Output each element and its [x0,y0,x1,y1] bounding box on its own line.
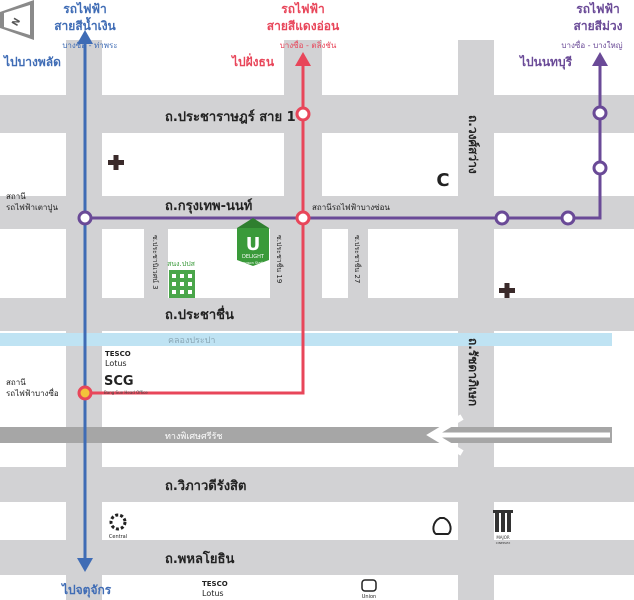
blue-line-south-label: ไปจตุจักร [60,582,112,598]
red-line-title: รถไฟฟ้า [281,1,324,16]
blue-line-route: บางซื่อ - ท่าพระ [62,39,117,50]
soi-right [348,229,368,299]
road-phahonyothin [0,540,634,575]
station-purple-2 [560,210,576,226]
stations [77,105,608,401]
road-label-phahonyothin: ถ.พหลโยธิน [165,550,234,567]
red-line-header: รถไฟฟ้า สายสีแดงอ่อน บางซื่อ - ตลิ่งชัน … [230,1,340,69]
compass-label: N [11,17,23,29]
station-bang-son [295,210,311,226]
major-label: MAJOR [496,535,510,540]
lotus-bottom-label: Lotus [202,589,224,598]
red-line [85,62,305,395]
road-label-pracha-chuen: ถ.ประชาชื่น [165,305,234,323]
delight-name: DELIGHT [242,254,265,260]
purple-line-header: รถไฟฟ้า สายสีม่วง บางซื่อ - บางใหญ่ ไปนน… [518,1,623,70]
union-label: Union [362,594,376,600]
red-line-arrow-icon [295,52,311,66]
temple-icon [432,517,452,535]
tesco-bottom-label: TESCO [202,580,228,588]
bigc-logo: C [432,168,452,191]
blue-line-subtitle: สายสีน้ำเงิน [54,16,116,33]
blue-line-north-label: ไปบางพลัด [2,54,61,69]
purple-line-north-label: ไปนนทบุรี [518,54,573,70]
station-label-bang-sue-2: รถไฟฟ้าบางซื่อ [6,387,59,398]
hospital-icon [108,155,124,170]
soi-mid [270,229,290,299]
station-bang-sue [77,385,93,401]
tesco-lotus-bottom-logo: TESCO Lotus [202,580,228,598]
tesco-label: TESCO [105,350,131,358]
station-label-tao-poon-1: สถานี [6,192,26,201]
road-label-wiphawadi: ถ.วิภาวดีรังสิต [165,478,246,494]
bigc-label: C [436,170,449,191]
station-red-pracharat [295,106,311,122]
expressway-label: ทางพิเศษศรีรัช [165,431,223,442]
road-label-ratchadaphisek: ถ.รัชดาภิเษก [466,338,480,406]
road-label-krungthep-nonthaburi: ถ.กรุงเทพ-นนท์ [165,198,252,214]
red-line-north-label: ไปฝั่งธน [230,53,275,69]
delight-initial: U [246,234,261,255]
station-purple-1 [494,210,510,226]
road-pracha-chuen [0,298,634,331]
compass-icon: N [0,0,34,40]
purple-line-route: บางซื่อ - บางใหญ่ [561,39,622,50]
central-label: Central [109,534,127,540]
purple-line-subtitle: สายสีม่วง [574,19,623,33]
blue-line-north-arrow-icon [77,30,93,44]
blue-line-title: รถไฟฟ้า [63,1,106,16]
major-sub-label: CINEPLEX [496,541,511,545]
blue-line-header: รถไฟฟ้า สายสีน้ำเงิน บางซื่อ - ท่าพระ ไป… [2,1,118,598]
lotus-label: Lotus [105,359,127,368]
station-label-tao-poon-2: รถไฟฟ้าเตาปูน [6,203,58,213]
delight-project-logo: U DELIGHT Bangson Station [237,218,269,266]
red-line-route: บางซื่อ - ตลิ่งชัน [280,39,337,50]
union-mall-logo: Union [361,579,377,600]
delight-sub: Bangson Station [239,261,268,265]
scg-sub-label: Bang Sue Head Office [104,390,148,395]
blue-line-south-arrow-icon [77,558,93,572]
soi-left [144,229,168,299]
canal [0,333,612,346]
tesco-lotus-logo: TESCO Lotus [105,350,131,368]
station-tao-poon [77,210,93,226]
station-label-bang-son: สถานีรถไฟฟ้าบางซ่อน [312,203,390,212]
road-label-wongsawang: ถ.วงศ์สว่าง [466,115,480,174]
scg-label: SCG [104,374,134,389]
government-office-building-icon: สนง.ปปส [167,260,196,298]
purple-line-arrow-icon [592,52,608,66]
road-wiphawadi [0,467,634,502]
hospital-icon-2 [499,283,515,298]
road-label-pracharat-1: ถ.ประชาราษฎร์ สาย 1 [165,109,296,125]
scg-logo: SCG Bang Sue Head Office [104,374,148,395]
blue-line [77,30,93,572]
expressway: ทางพิเศษศรีรัช [0,414,612,456]
soi-mid-label: ซ.ประชาชื่น 19 [275,235,284,283]
station-label-bang-sue-1: สถานี [6,378,26,387]
office-label: สนง.ปปส [167,260,196,268]
purple-line-title: รถไฟฟ้า [576,1,619,16]
station-purple-4 [592,105,608,121]
major-cineplex-logo: MAJOR CINEPLEX [493,510,513,545]
red-line-subtitle: สายสีแดงอ่อน [267,19,340,33]
soi-right-label: ซ.ประชาชื่น 27 [353,235,362,283]
soi-left-label: ซ.ประชานิเวศน์ 3 [151,235,159,290]
road-east-vertical [458,40,494,600]
station-purple-3 [592,160,608,176]
central-logo: Central [109,513,127,540]
canal-label: คลองประปา [168,336,215,346]
